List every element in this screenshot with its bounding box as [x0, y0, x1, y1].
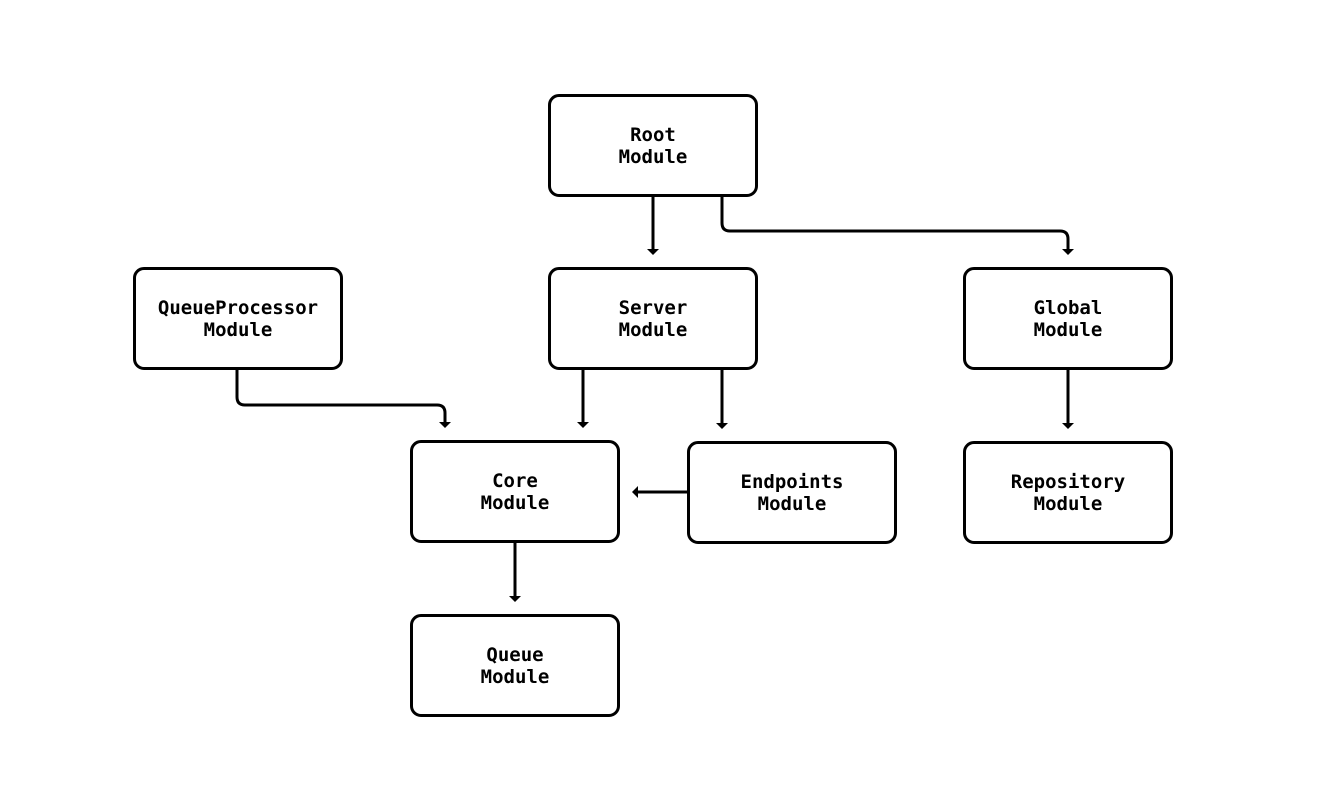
edge-root-to-global — [720, 197, 1074, 255]
node-label-line1: Repository — [1010, 470, 1126, 493]
node-endpoints-module[interactable]: Endpoints Module — [687, 441, 897, 544]
node-label-line2: Module — [618, 145, 688, 168]
node-label-line2: Module — [480, 491, 550, 514]
node-server-module[interactable]: Server Module — [548, 267, 758, 370]
node-label-line1: Global — [1033, 296, 1103, 319]
node-root-module[interactable]: Root Module — [548, 94, 758, 197]
node-label-line1: QueueProcessor — [157, 296, 319, 319]
node-label-line1: Root — [630, 123, 676, 146]
node-queueprocessor-module[interactable]: QueueProcessor Module — [133, 267, 343, 370]
node-label-line1: Queue — [486, 643, 544, 666]
node-label-line2: Module — [480, 665, 550, 688]
node-queue-module[interactable]: Queue Module — [410, 614, 620, 717]
node-label-line2: Module — [1033, 492, 1103, 515]
node-core-module[interactable]: Core Module — [410, 440, 620, 543]
node-label-line1: Endpoints — [740, 470, 844, 493]
edge-queueprocessor-to-core — [235, 370, 451, 428]
node-repository-module[interactable]: Repository Module — [963, 441, 1173, 544]
node-label-line2: Module — [1033, 318, 1103, 341]
node-label-line1: Server — [618, 296, 688, 319]
node-label-line2: Module — [203, 318, 273, 341]
node-global-module[interactable]: Global Module — [963, 267, 1173, 370]
node-label-line2: Module — [757, 492, 827, 515]
node-label-line1: Core — [492, 469, 538, 492]
node-label-line2: Module — [618, 318, 688, 341]
